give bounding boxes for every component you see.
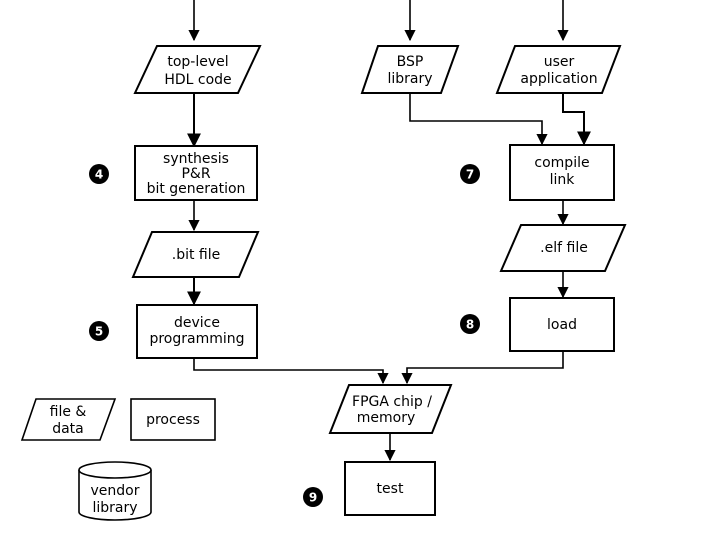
node-compile-link-line1: compile	[534, 155, 589, 171]
node-top-level-hdl-line2: HDL code	[164, 72, 231, 88]
node-elf-file-line1: .elf file	[540, 240, 588, 256]
node-compile-link: compile link	[509, 144, 615, 201]
node-bit-file-line1: .bit file	[172, 247, 221, 263]
step-badge-4: 4	[89, 164, 109, 184]
node-synthesis-line2: P&R	[181, 166, 210, 182]
node-top-level-hdl: top-level HDL code	[133, 45, 262, 94]
legend-process: process	[130, 398, 216, 441]
node-user-application-line1: user	[544, 54, 575, 70]
legend-vendor-library-line2: library	[92, 500, 137, 516]
node-load: load	[509, 297, 615, 352]
svg-text:7: 7	[466, 168, 474, 182]
node-test: test	[344, 461, 436, 516]
legend-process-label: process	[146, 412, 200, 428]
node-bsp-library: BSP library	[360, 45, 460, 94]
node-fpga-chip-line2: memory	[357, 410, 416, 426]
svg-text:8: 8	[466, 318, 474, 332]
legend-vendor-library: vendor library	[78, 461, 152, 521]
legend-file-data-line2: data	[52, 421, 84, 437]
node-test-line1: test	[377, 481, 404, 497]
node-top-level-hdl-line1: top-level	[167, 54, 228, 70]
node-synthesis-line3: bit generation	[147, 181, 246, 197]
node-load-line1: load	[547, 317, 577, 333]
step-badge-8: 8	[460, 314, 480, 334]
node-elf-file: .elf file	[499, 224, 627, 272]
node-synthesis-line1: synthesis	[163, 151, 229, 167]
node-device-programming: device programming	[136, 304, 258, 359]
node-user-application-line2: application	[520, 71, 597, 87]
svg-text:4: 4	[95, 168, 103, 182]
svg-text:9: 9	[309, 491, 317, 505]
node-user-application: user application	[495, 45, 622, 94]
node-synthesis: synthesis P&R bit generation	[134, 145, 258, 201]
node-fpga-chip-line1: FPGA chip /	[352, 394, 432, 410]
node-bsp-library-line1: BSP	[397, 54, 424, 70]
legend: file & data process vendor library	[20, 398, 216, 521]
legend-file-data: file & data	[20, 398, 117, 441]
node-device-programming-line2: programming	[149, 331, 244, 347]
node-compile-link-line2: link	[550, 172, 576, 188]
step-badge-7: 7	[460, 164, 480, 184]
arrow-programming-to-fpga	[193, 358, 389, 385]
step-badge-9: 9	[303, 487, 323, 507]
arrow-user-to-compile	[562, 93, 591, 146]
node-device-programming-line1: device	[174, 315, 220, 331]
arrow-bsp-to-compile	[409, 93, 548, 146]
node-fpga-chip: FPGA chip / memory	[328, 384, 453, 434]
svg-text:5: 5	[95, 325, 103, 339]
node-bsp-library-line2: library	[387, 71, 432, 87]
legend-vendor-library-top	[78, 461, 152, 479]
connectors	[187, 0, 591, 462]
step-badge-5: 5	[89, 321, 109, 341]
arrow-load-to-fpga	[401, 351, 564, 385]
legend-file-data-line1: file &	[50, 404, 87, 420]
node-bit-file: .bit file	[131, 231, 260, 278]
legend-vendor-library-line1: vendor	[91, 483, 140, 499]
